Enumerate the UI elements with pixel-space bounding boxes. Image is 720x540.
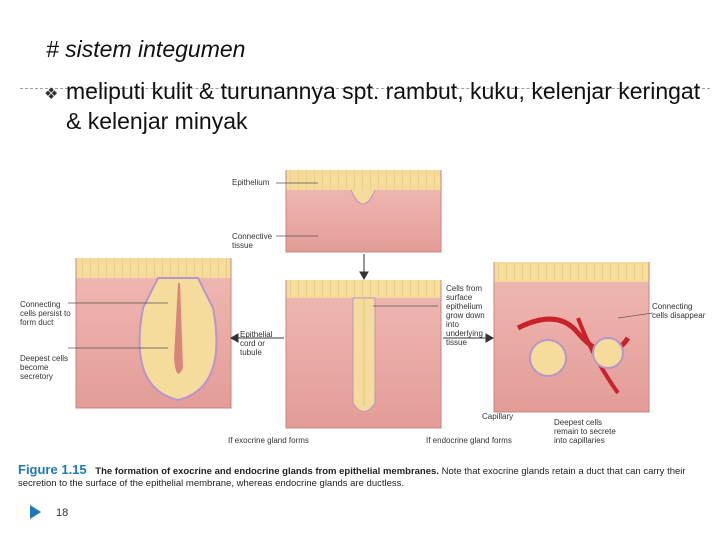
gland-diagram bbox=[68, 170, 654, 429]
figure-title: The formation of exocrine and endocrine … bbox=[95, 466, 439, 477]
figure-number: Figure 1.15 bbox=[18, 462, 87, 477]
label-cells-from-surface: Cells from surface epithelium grow down … bbox=[446, 284, 485, 347]
figure-caption: Figure 1.15 The formation of exocrine an… bbox=[18, 462, 708, 490]
label-connecting-persist: Connecting cells persist to form duct bbox=[20, 300, 71, 327]
bullet-icon: ❖ bbox=[44, 86, 59, 103]
slide-heading: # sistem integumen bbox=[46, 36, 246, 62]
label-if-endocrine: If endocrine gland forms bbox=[426, 436, 512, 445]
label-deepest-remain: Deepest cells remain to secrete into cap… bbox=[554, 418, 616, 445]
block-initial bbox=[285, 170, 442, 253]
bullet-text: meliputi kulit & turunannya spt. rambut,… bbox=[66, 78, 701, 134]
page-number: 18 bbox=[56, 507, 69, 519]
gland-formation-figure: Epithelium Connective tissue Cells from … bbox=[18, 158, 708, 458]
block-endocrine bbox=[493, 262, 650, 413]
flow-arrows bbox=[229, 254, 495, 343]
figure-caption-text: Note that exocrine glands retain a duct … bbox=[18, 466, 686, 489]
label-epithelium: Epithelium bbox=[232, 178, 270, 187]
label-capillary: Capillary bbox=[482, 412, 514, 421]
divider-line bbox=[20, 88, 710, 89]
play-arrow-icon bbox=[30, 505, 41, 519]
label-deepest-secretory: Deepest cells become secretory bbox=[20, 354, 69, 381]
label-connecting-disappear: Connecting cells disappear bbox=[652, 302, 706, 320]
label-leaders bbox=[68, 182, 654, 349]
label-epithelial-cord: Epithelial cord or tubule bbox=[240, 330, 273, 357]
label-connective-tissue: Connective tissue bbox=[232, 232, 273, 250]
block-cord bbox=[285, 280, 442, 429]
label-if-exocrine: If exocrine gland forms bbox=[228, 436, 309, 445]
block-exocrine bbox=[75, 258, 232, 409]
